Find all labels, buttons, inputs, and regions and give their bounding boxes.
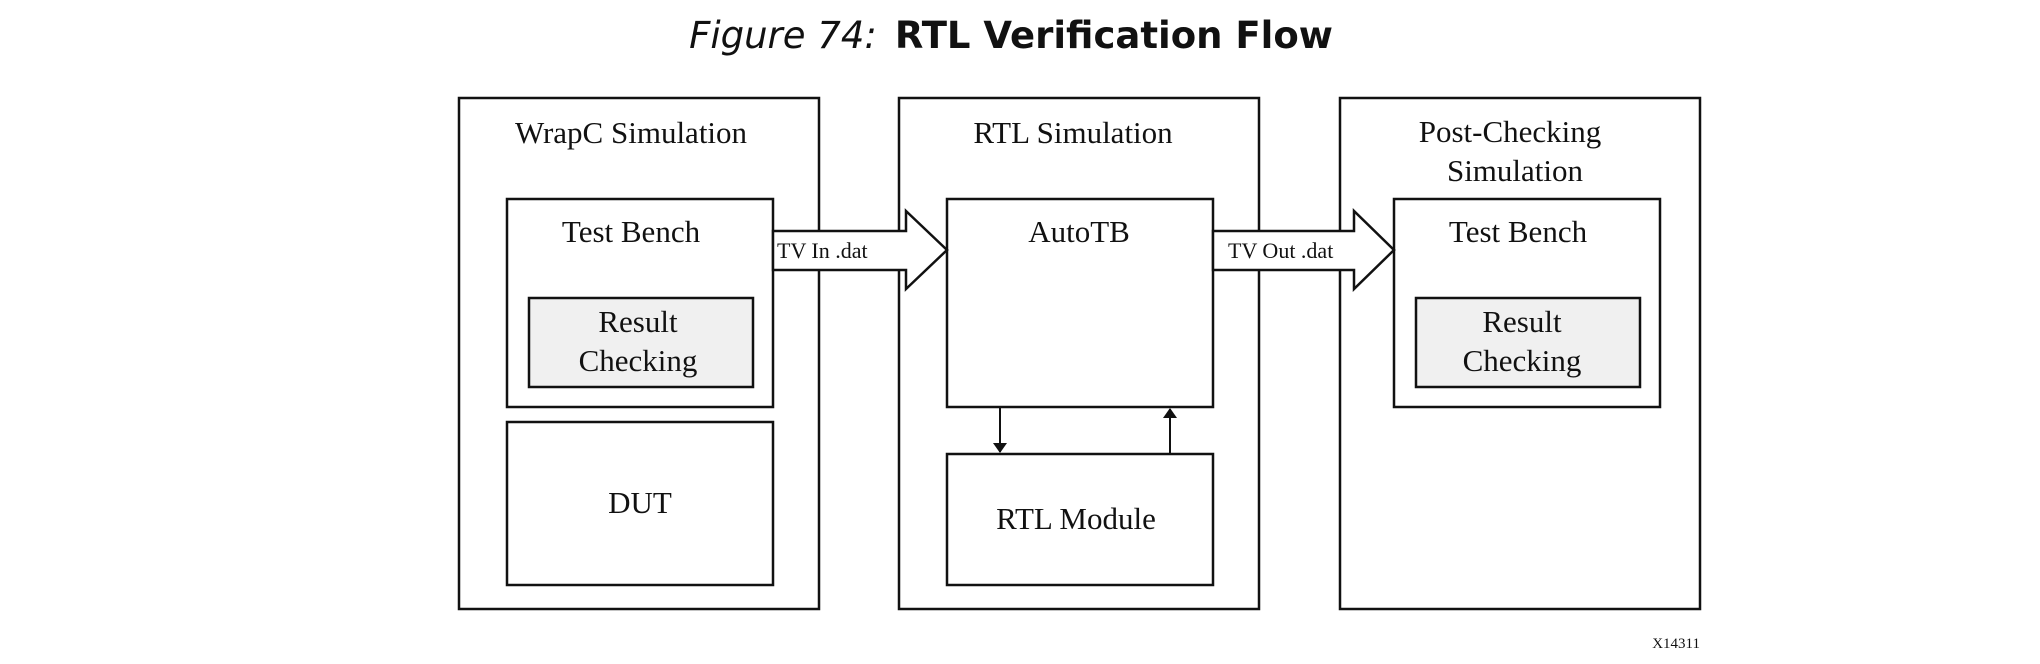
post-result-checking-line2: Checking — [1463, 343, 1582, 378]
rtl-module-box: RTL Module — [945, 452, 1215, 587]
wrapc-simulation-title: WrapC Simulation — [515, 115, 748, 150]
autotb-label: AutoTB — [1028, 214, 1130, 249]
wrapc-test-bench-label: Test Bench — [562, 214, 701, 249]
rtl-simulation-panel: RTL Simulation AutoTB RTL Module — [897, 96, 1261, 611]
post-checking-title-line2: Simulation — [1447, 153, 1584, 188]
figure-caption: Figure 74: RTL Verification Flow — [689, 14, 1333, 57]
post-checking-simulation-panel: Post-Checking Simulation Test Bench Resu… — [1338, 96, 1702, 611]
post-result-checking-line1: Result — [1482, 304, 1562, 339]
post-test-bench-label: Test Bench — [1449, 214, 1588, 249]
post-result-checking-box: Result Checking — [1414, 296, 1642, 389]
figure-caption-title: RTL Verification Flow — [895, 14, 1333, 57]
autotb-box: AutoTB — [945, 197, 1215, 409]
post-checking-title-line1: Post-Checking — [1419, 114, 1602, 149]
figure-caption-prefix: Figure 74: — [689, 14, 877, 57]
tv-out-arrow: TV Out .dat — [1211, 208, 1396, 292]
wrapc-result-checking-line1: Result — [598, 304, 678, 339]
tv-in-arrow: TV In .dat — [771, 208, 949, 292]
post-test-bench-box: Test Bench Result Checking — [1392, 197, 1662, 409]
wrapc-result-checking-line2: Checking — [579, 343, 698, 378]
wrapc-test-bench-box: Test Bench Result Checking — [505, 197, 775, 409]
dut-box: DUT — [505, 420, 775, 587]
tv-out-label: TV Out .dat — [1228, 238, 1333, 263]
rtl-simulation-title: RTL Simulation — [973, 115, 1173, 150]
wrapc-simulation-panel: WrapC Simulation Test Bench Result Check… — [457, 96, 821, 611]
rtl-module-label: RTL Module — [996, 501, 1156, 536]
tv-in-label: TV In .dat — [777, 238, 868, 263]
dut-label: DUT — [608, 485, 672, 520]
wrapc-result-checking-box: Result Checking — [527, 296, 755, 389]
figure-id-code: X14311 — [1652, 636, 1700, 652]
